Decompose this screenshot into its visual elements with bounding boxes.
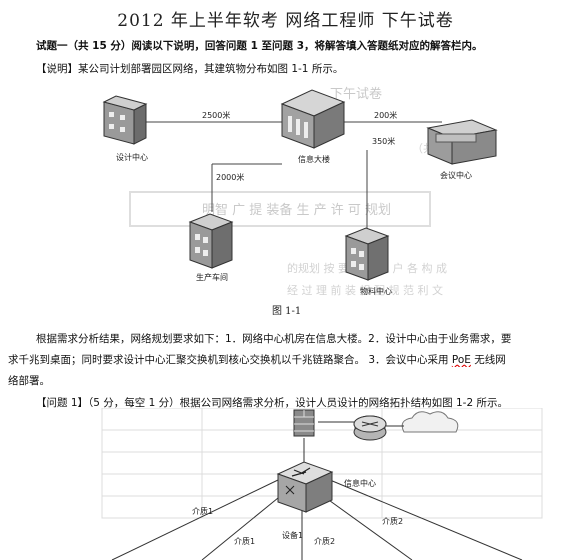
svg-text:下午试卷: 下午试卷 <box>330 86 382 102</box>
link-label-medium2-right: 介质2 <box>382 516 403 526</box>
link-label-device1: 设备1 <box>282 530 303 540</box>
building-info-center-icon <box>280 89 346 149</box>
building-logistics-icon <box>344 227 390 281</box>
question-heading: 试题一（共 15 分）阅读以下说明，回答问题 1 至问题 3，将解答填入答题纸对… <box>36 40 483 52</box>
label-info-building: 信息大楼 <box>298 154 330 164</box>
distance-info-meeting: 200米 <box>374 110 397 120</box>
label-design-center: 设计中心 <box>116 152 148 162</box>
link-label-medium1-left: 介质1 <box>192 506 213 516</box>
label-meeting-center: 会议中心 <box>440 170 472 180</box>
poe-term: PoE <box>451 354 471 366</box>
explanation-text: 【说明】某公司计划部署园区网络，其建筑物分布如图 1-1 所示。 <box>36 63 344 75</box>
router-icon <box>353 415 387 441</box>
firewall-icon <box>293 409 315 437</box>
label-logistics: 物料中心 <box>360 286 392 296</box>
internet-cloud-icon <box>401 411 459 433</box>
link-label-medium2-mid: 介质2 <box>314 536 335 546</box>
svg-text:经 过 理 前 装 规 配 规 范 利 文: 经 过 理 前 装 规 配 规 范 利 文 <box>287 283 443 297</box>
distance-info-logistics: 350米 <box>372 136 395 146</box>
requirements-paragraph-line1: 根据需求分析结果，网络规划要求如下：1．网络中心机房在信息大楼。2．设计中心由于… <box>36 333 512 345</box>
requirements-paragraph-line2: 求千兆到桌面；同时要求设计中心汇聚交换机到核心交换机以千兆链路聚合。 3．会议中… <box>8 352 571 367</box>
building-production-icon <box>188 213 234 269</box>
building-meeting-center-icon <box>426 119 498 165</box>
requirements-paragraph-line2-text: 求千兆到桌面；同时要求设计中心汇聚交换机到核心交换机以千兆链路聚合。 3．会议中… <box>8 354 452 366</box>
distance-design-info: 2500米 <box>202 110 230 120</box>
question-1-text: 【问题 1】（5 分，每空 1 分）根据公司网络需求分析，设计人员设计的网络拓扑… <box>36 397 508 409</box>
requirements-paragraph-line3: 络部署。 <box>8 375 50 387</box>
label-info-center: 信息中心 <box>344 478 376 488</box>
label-production: 生产车间 <box>196 272 228 282</box>
requirements-paragraph-line2-tail: 无线网 <box>470 354 506 366</box>
figure-1-1-caption: 图 1-1 <box>272 305 301 317</box>
svg-text:明智 广 提 装备 生 产 许 可 规划: 明智 广 提 装备 生 产 许 可 规划 <box>202 202 391 218</box>
figure-building-layout: 下午试卷 （共 15 分） 明智 广 提 装备 生 产 许 可 规划 的规划 按… <box>102 86 498 317</box>
figure-network-topology: 信息中心 介质1 设备1 介质1 介质2 介质2 <box>101 408 543 560</box>
building-design-center-icon <box>102 95 148 145</box>
core-switch-icon <box>276 461 334 513</box>
page-title: 2012 年上半年软考 网络工程师 下午试卷 <box>117 11 454 31</box>
link-label-medium1-mid: 介质1 <box>234 536 255 546</box>
distance-info-production: 2000米 <box>216 172 244 182</box>
